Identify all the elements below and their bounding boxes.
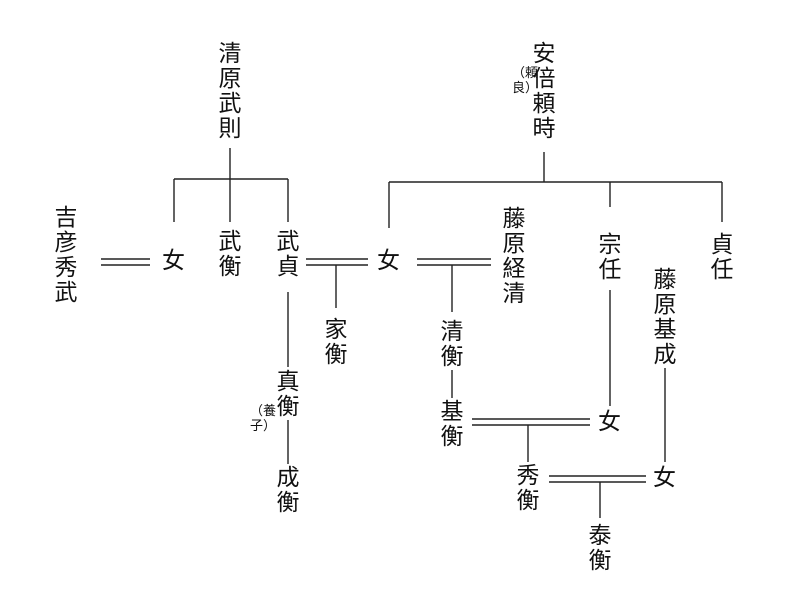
name-kiyohara-takenori: 清原武則 bbox=[218, 41, 242, 142]
name-kiyohira: 清衡 bbox=[440, 319, 464, 370]
name-narihira: 成衡 bbox=[276, 465, 300, 516]
name-hidehira: 秀衡 bbox=[516, 463, 540, 514]
note-abe-yoriyoshi: （頼良） bbox=[512, 66, 539, 96]
name-takehira: 武衡 bbox=[218, 229, 242, 280]
name-motohira: 基衡 bbox=[440, 399, 464, 450]
name-fujiwara-tsunekiyo: 藤原経清 bbox=[502, 206, 526, 307]
name-yasuhira: 泰衡 bbox=[588, 523, 612, 574]
name-takesada: 武貞 bbox=[276, 229, 300, 280]
note-adopted-son: （養子） bbox=[250, 404, 277, 434]
name-fujiwara-motonari: 藤原基成 bbox=[653, 267, 677, 368]
name-abe-yoritoki: 安倍頼時 bbox=[532, 41, 556, 142]
name-muneto-daughter: 女 bbox=[598, 409, 621, 435]
name-motonari-daughter: 女 bbox=[653, 465, 676, 491]
name-abe-daughter: 女 bbox=[377, 248, 400, 274]
name-kiyoshi-hidetake: 吉彦秀武 bbox=[54, 205, 78, 306]
name-iehira: 家衡 bbox=[324, 317, 348, 368]
name-muneto: 宗任 bbox=[598, 232, 622, 283]
name-kiyohara-daughter: 女 bbox=[162, 248, 185, 274]
name-sanehira: 真衡 bbox=[276, 369, 300, 420]
name-sadato: 貞任 bbox=[710, 232, 734, 283]
